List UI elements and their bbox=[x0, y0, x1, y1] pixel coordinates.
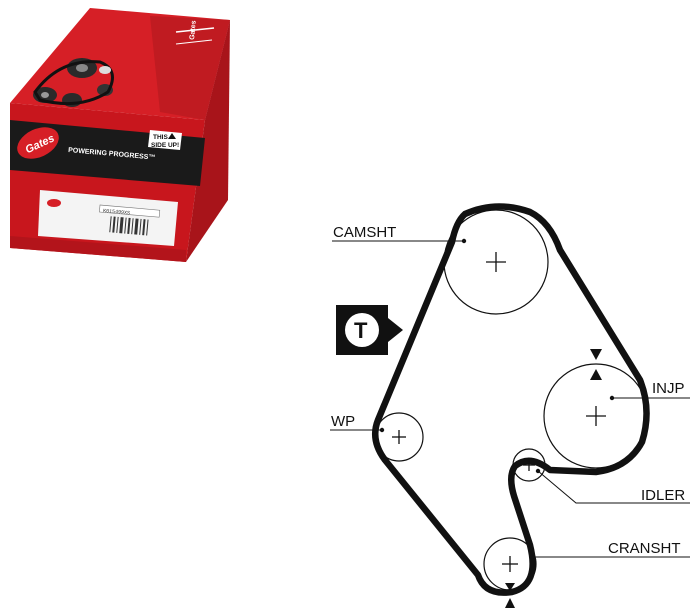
side-up-line1: THIS bbox=[153, 134, 168, 141]
gates-logo: Gates bbox=[17, 127, 59, 159]
plus-icon bbox=[586, 406, 606, 426]
tensioner-indicator: T bbox=[336, 305, 403, 355]
label-code: K015499XS bbox=[103, 208, 130, 216]
tensioner-label: T bbox=[354, 318, 368, 343]
up-arrow-icon bbox=[168, 133, 176, 139]
plus-icon bbox=[392, 430, 406, 444]
belt-diagram: CAMSHT WP INJP IDLER CRANSHT T bbox=[330, 203, 690, 608]
plus-icon bbox=[486, 252, 506, 272]
belt-kit-illustration bbox=[33, 58, 114, 107]
triangle-marker-icon bbox=[590, 369, 602, 380]
plus-icon bbox=[502, 556, 518, 572]
water-pump-label: WP bbox=[331, 413, 355, 430]
idler-leader bbox=[537, 470, 690, 504]
tensioner-arrow-icon bbox=[388, 318, 403, 342]
box-top-shade bbox=[150, 16, 230, 120]
svg-text:Gates: Gates bbox=[189, 20, 198, 40]
plus-icon bbox=[523, 459, 535, 471]
box-side-face bbox=[186, 20, 230, 262]
triangle-marker-icon bbox=[505, 598, 515, 608]
box-bottom-band bbox=[10, 236, 186, 262]
product-box: Gates Gates POWERING PROGRESS™ THIS SIDE… bbox=[10, 8, 230, 262]
box-side-markings: Gates bbox=[175, 20, 215, 45]
timing-belt bbox=[371, 203, 650, 596]
camshaft-label: CAMSHT bbox=[333, 224, 396, 241]
side-up-sticker: THIS SIDE UP! bbox=[148, 130, 182, 150]
crankshaft-label: CRANSHT bbox=[608, 540, 681, 557]
injection-pump-label: INJP bbox=[652, 380, 685, 397]
triangle-marker-icon bbox=[590, 349, 602, 360]
triangle-marker-icon bbox=[505, 583, 515, 591]
side-up-line2: SIDE UP! bbox=[151, 142, 179, 149]
idler-label: IDLER bbox=[641, 487, 685, 504]
barcode bbox=[109, 216, 149, 236]
